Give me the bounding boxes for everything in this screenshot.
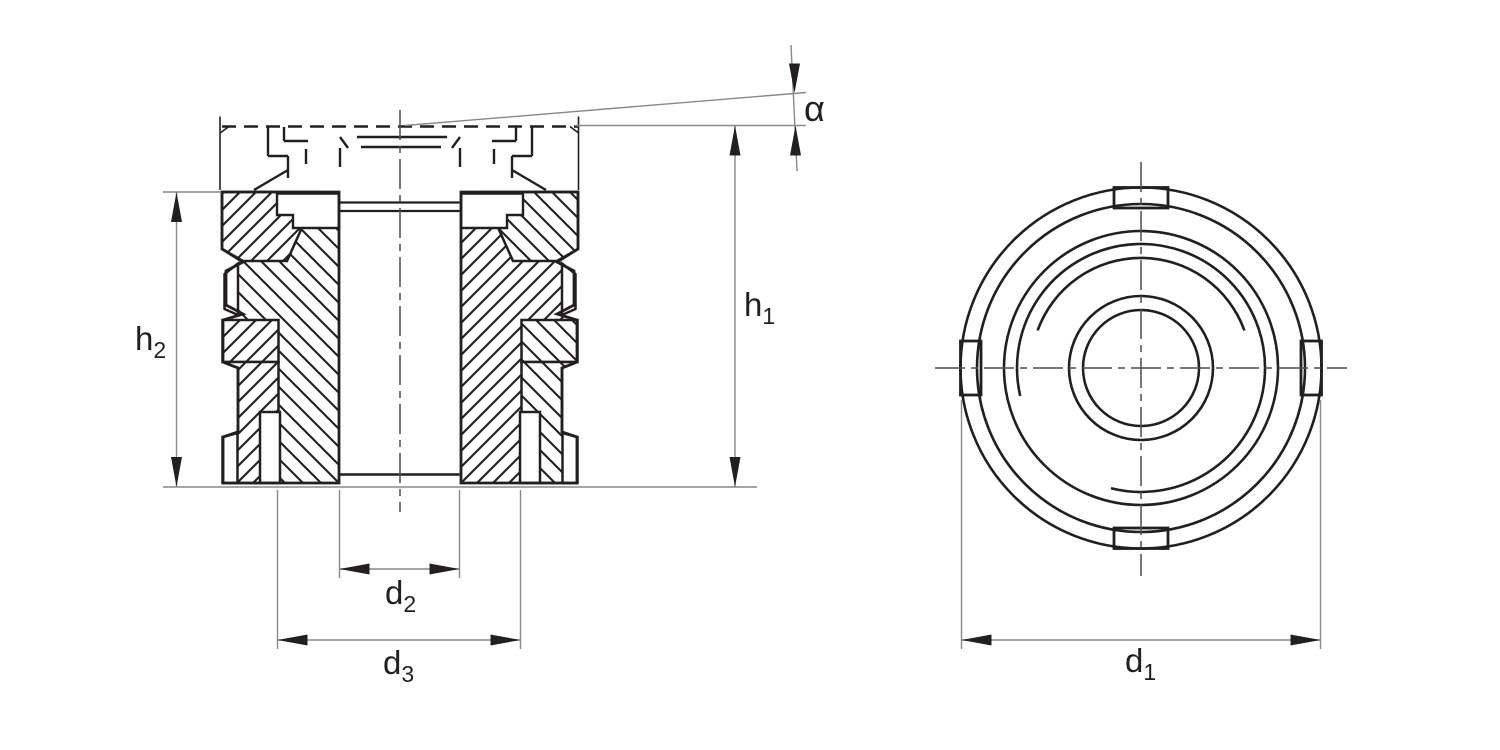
d1-arrow-right — [1290, 634, 1321, 646]
body-outline-right — [459, 190, 580, 485]
relief-arc-small — [1036, 256, 1246, 331]
dimension-d1 — [960, 400, 1322, 649]
d2-arrow-right — [429, 563, 460, 575]
label-h1: h1 — [744, 286, 775, 329]
label-alpha: α — [804, 88, 825, 129]
dimension-h2 — [163, 191, 221, 487]
castellation-left — [253, 127, 308, 192]
collar-side-edges — [219, 116, 580, 190]
label-d2: d2 — [385, 574, 416, 617]
foot-right — [561, 431, 579, 485]
castellation-center — [338, 135, 462, 167]
castellation-right — [492, 127, 547, 192]
body-outline-left — [220, 190, 341, 485]
h1-arrow-up — [729, 125, 741, 156]
d3-arrow-left — [277, 634, 308, 646]
mid-band-right — [520, 318, 579, 364]
dimension-d2 — [338, 490, 461, 578]
top-view — [935, 162, 1347, 576]
h2-arrow-up — [171, 192, 182, 222]
mid-band-left — [221, 318, 280, 364]
label-d3: d3 — [383, 644, 414, 687]
d3-arrow-right — [490, 634, 521, 646]
alpha-arrow-up — [790, 125, 801, 156]
dimension-h1 — [575, 124, 806, 487]
d2-extension-lines — [338, 490, 461, 578]
h2-arrow-down — [171, 457, 182, 487]
dimension-d3 — [276, 490, 522, 649]
alpha-slant-line — [404, 91, 807, 127]
d2-arrow-left — [339, 563, 370, 575]
expansion-slot-right — [518, 410, 542, 485]
relief-arc-large — [1015, 242, 1267, 494]
dimension-alpha — [404, 44, 807, 172]
d1-arrow-left — [961, 634, 992, 646]
label-d1: d1 — [1125, 642, 1156, 685]
alpha-arrow-down — [789, 63, 800, 93]
foot-left — [221, 431, 239, 485]
expansion-slot-left — [258, 410, 282, 485]
label-h2: h2 — [135, 320, 166, 363]
dimensions-section — [163, 44, 807, 649]
collar-castellation — [253, 127, 547, 192]
d1-extension-lines — [960, 400, 1322, 649]
h1-arrow-down — [729, 457, 741, 487]
section-view — [219, 110, 580, 512]
dimension-labels: h2 h1 α d2 d3 d1 — [135, 88, 1156, 687]
d3-extension-lines — [276, 490, 522, 649]
